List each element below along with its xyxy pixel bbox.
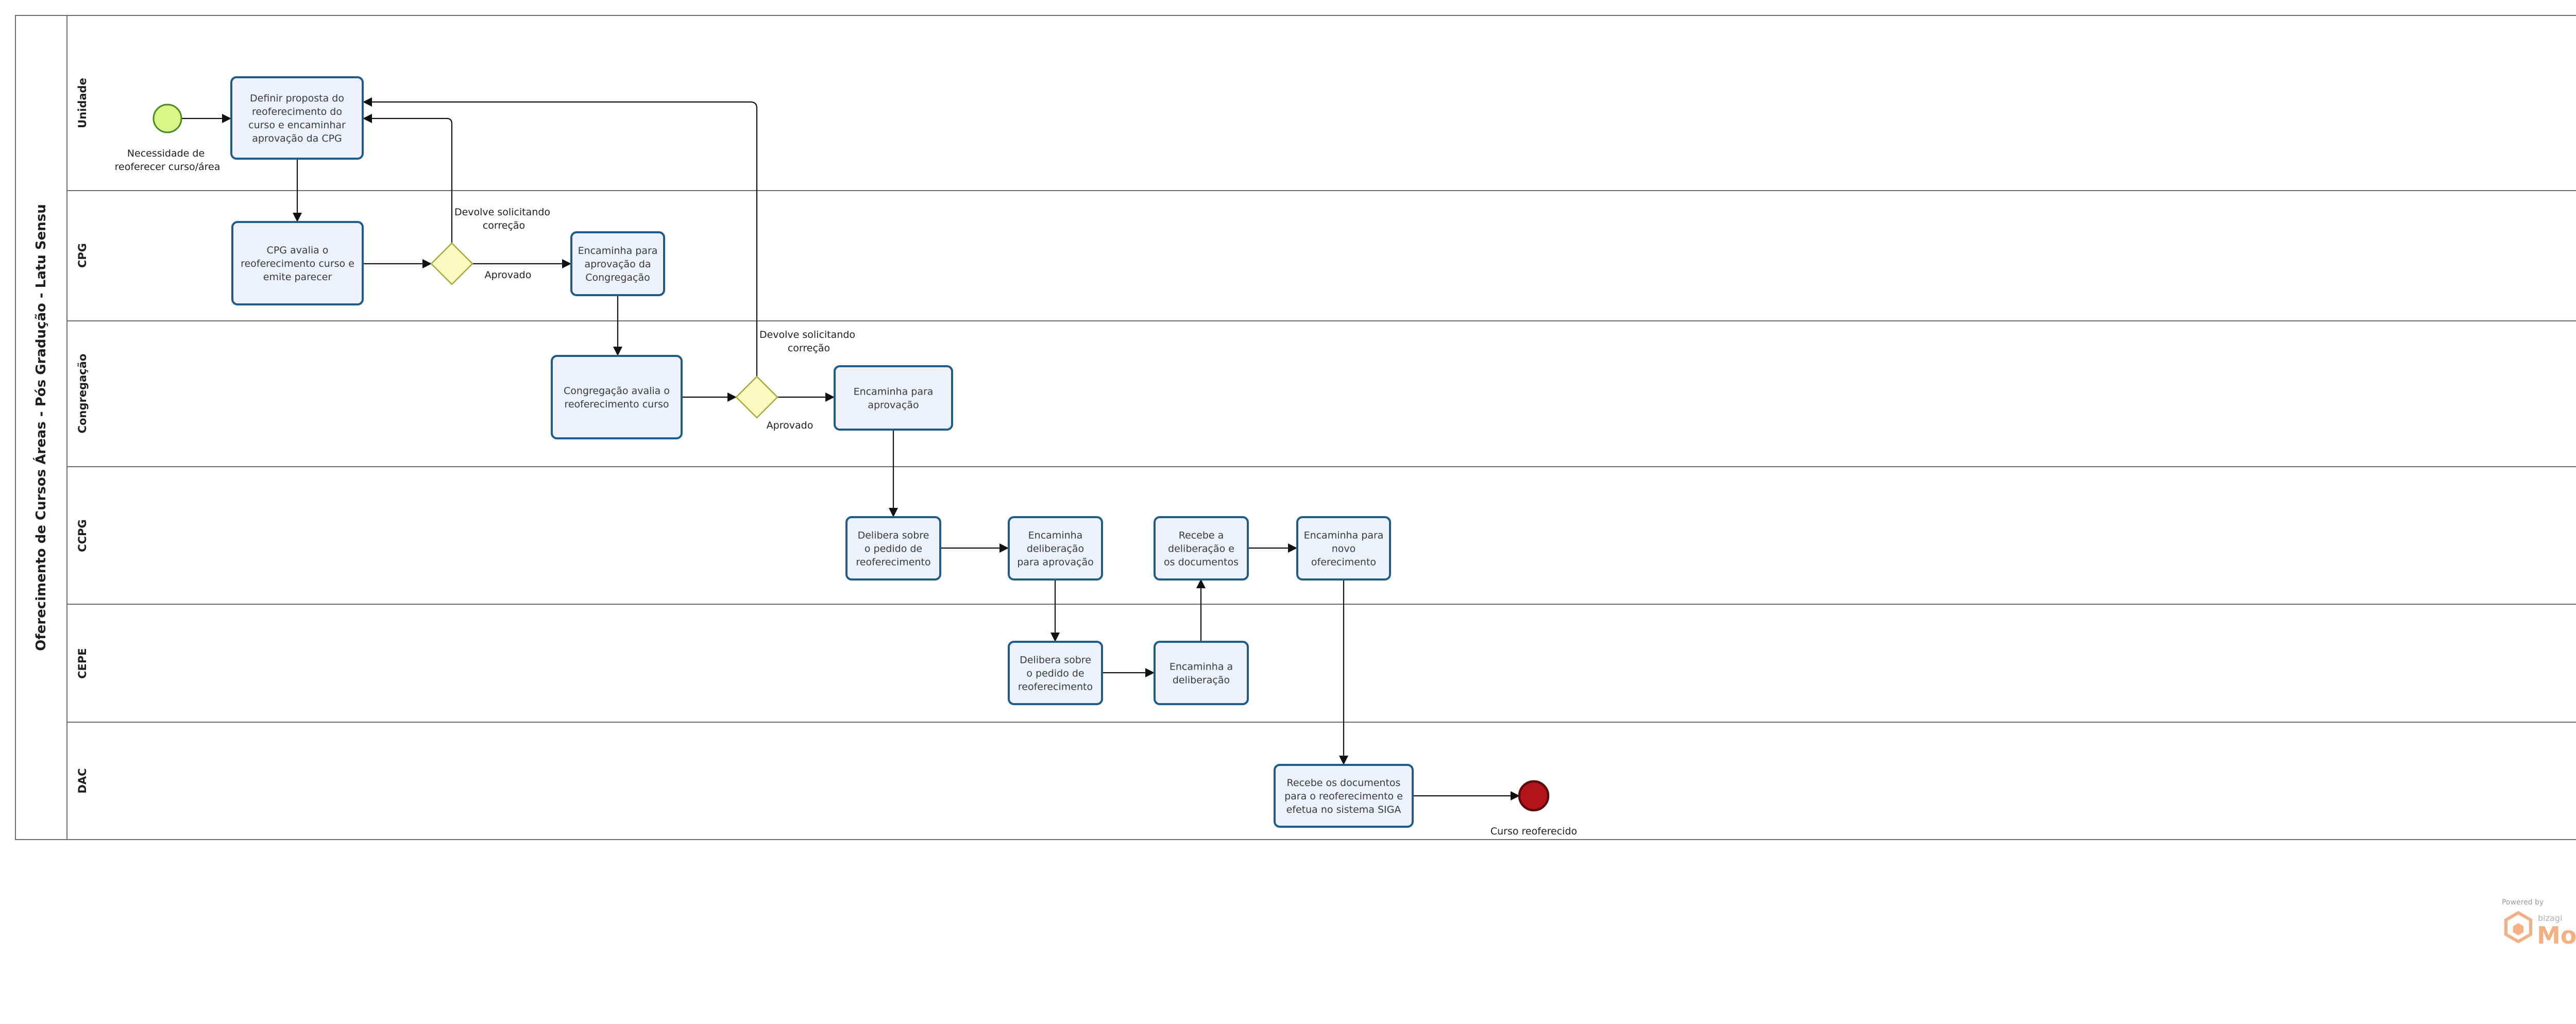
lane-label-cepe: CEPE — [76, 648, 89, 679]
brand-text: bizagi — [2538, 913, 2562, 923]
task-box — [845, 516, 941, 581]
start-event — [152, 104, 182, 133]
powered-by-text: Powered by — [2502, 898, 2544, 907]
end-event-label: Curso reoferecido — [1490, 826, 1577, 837]
lane-label-unidade: Unidade — [76, 78, 89, 128]
task-box — [1008, 516, 1103, 581]
task-box — [1296, 516, 1391, 581]
gateway2-approved-label: Aprovado — [767, 420, 814, 431]
flow-g2-return-to-t1 — [363, 97, 758, 377]
lane-label-congregacao: Congregação — [76, 354, 89, 434]
end-event — [1518, 780, 1550, 812]
task-box — [1154, 516, 1249, 581]
gateway-congregacao-decision — [735, 376, 778, 419]
task-box — [1154, 641, 1249, 705]
task-box — [1274, 764, 1414, 828]
task-box — [551, 355, 683, 439]
gateway1-return-label: Devolve solicitando correção — [454, 207, 553, 231]
task-box — [1008, 641, 1103, 705]
pool: Oferecimento de Cursos Áreas - Pós Gradu… — [15, 15, 2576, 840]
pool-label: Oferecimento de Cursos Áreas - Pós Gradu… — [32, 204, 49, 651]
lane-label-cpg: CPG — [76, 243, 89, 268]
task-box — [230, 76, 364, 160]
task-box — [231, 221, 364, 305]
lane-label-dac: DAC — [76, 768, 89, 793]
gateway1-approved-label: Aprovado — [485, 269, 532, 281]
sequence-flows — [181, 97, 1520, 800]
lanes: Unidade CPG Congregação CCPG CEPE DAC — [67, 78, 2576, 794]
start-event-label: Necessidade de reoferecer curso/área — [115, 148, 221, 173]
flow-g1-return-to-t1 — [363, 114, 453, 243]
bizagi-logo-icon — [2504, 911, 2532, 944]
flow-labels: Necessidade de reoferecer curso/área Cur… — [115, 148, 1578, 837]
task-box — [570, 231, 665, 296]
task-box — [834, 365, 953, 431]
powered-by-badge: Powered by bizagi Modeler — [2502, 898, 2576, 949]
product-text: Modeler — [2537, 921, 2576, 949]
gateway2-return-label: Devolve solicitando correção — [759, 329, 858, 354]
gateway-cpg-decision — [430, 242, 473, 285]
lane-label-ccpg: CCPG — [76, 519, 89, 552]
